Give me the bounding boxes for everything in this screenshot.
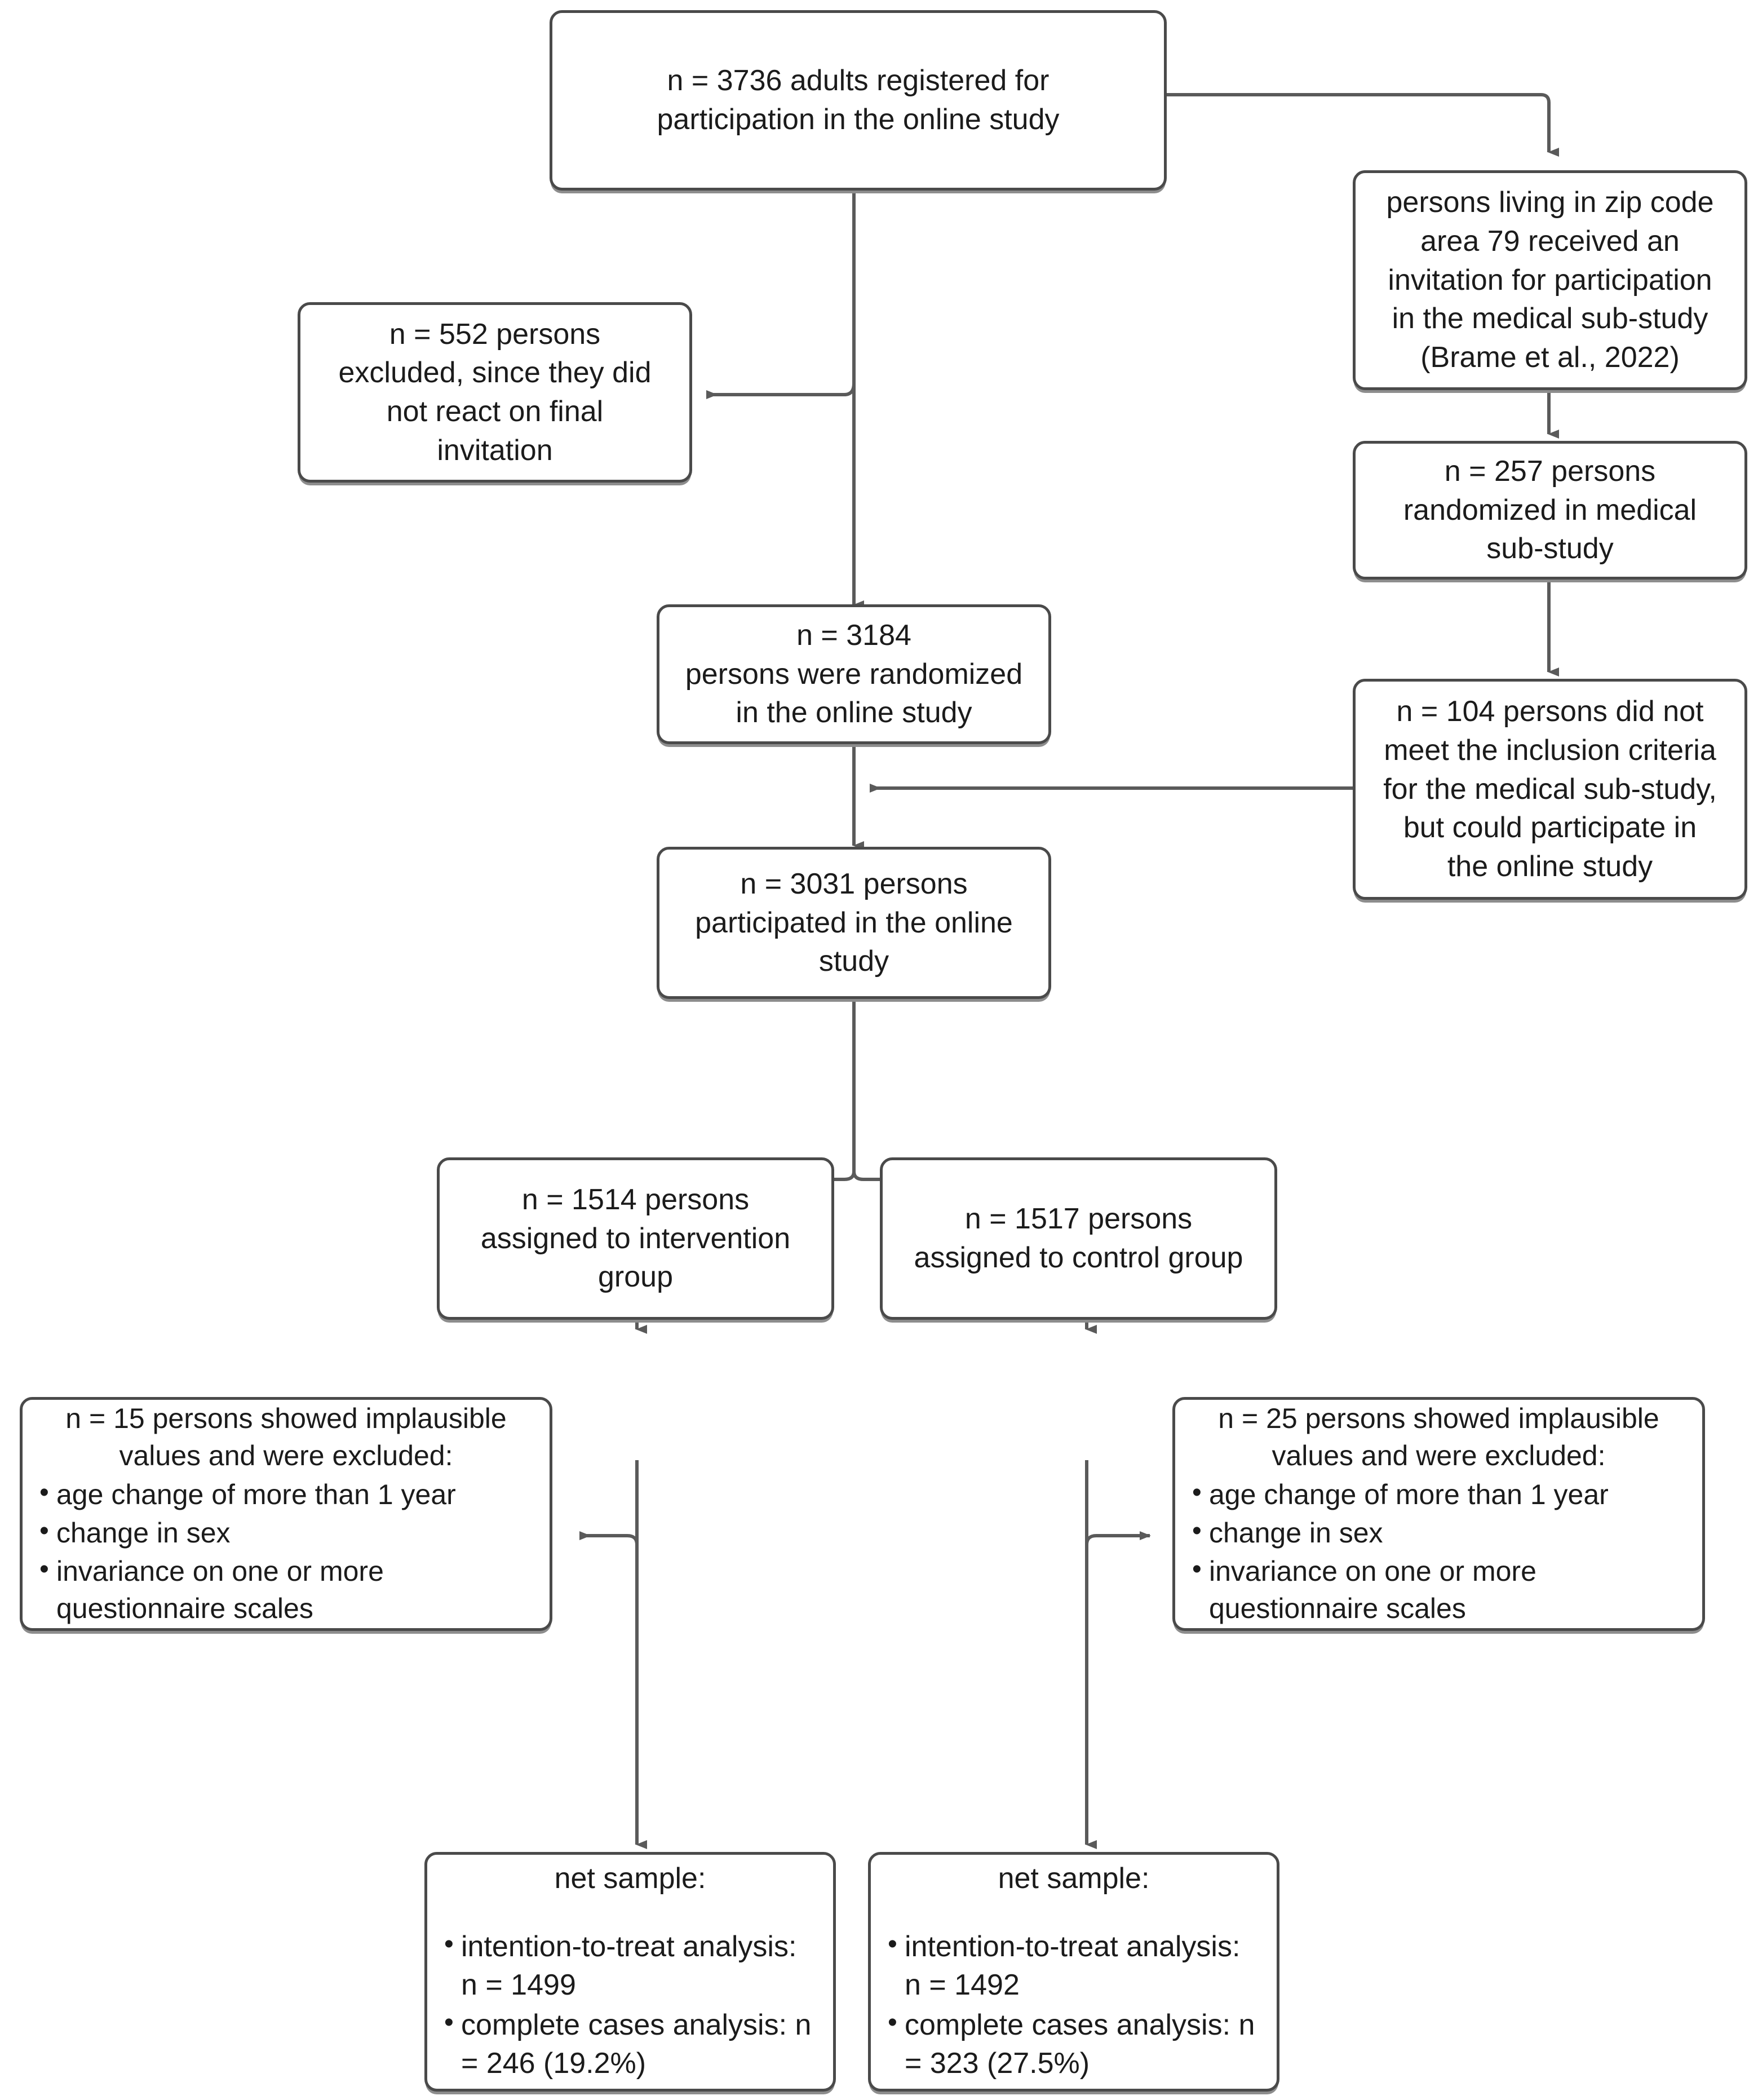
- node-net-sample-control-bullets: intention-to-treat analysis: n = 1492 co…: [871, 1926, 1277, 2085]
- list-item: complete cases analysis: n = 323 (27.5%): [883, 2005, 1264, 2083]
- node-zip-area[interactable]: persons living in zip code area 79 recei…: [1353, 170, 1747, 390]
- node-net-sample-intervention-lead: net sample:: [554, 1862, 706, 1895]
- list-item: intention-to-treat analysis: n = 1499: [440, 1926, 821, 2005]
- node-intervention-group[interactable]: n = 1514 persons assigned to interventio…: [437, 1157, 834, 1320]
- node-implausible-control-bullets: age change of more than 1 year change in…: [1175, 1475, 1702, 1628]
- node-participated-online[interactable]: n = 3031 persons participated in the onl…: [657, 847, 1051, 999]
- node-not-meet-criteria[interactable]: n = 104 persons did not meet the inclusi…: [1353, 679, 1747, 900]
- list-item: change in sex: [35, 1513, 537, 1551]
- node-randomized-medical-text: n = 257 persons randomized in medical su…: [1403, 455, 1697, 565]
- node-implausible-control[interactable]: n = 25 persons showed implausible values…: [1172, 1397, 1705, 1631]
- edge-intervention-to-implausible: [579, 1531, 639, 1545]
- node-randomized-medical[interactable]: n = 257 persons randomized in medical su…: [1353, 441, 1747, 580]
- edge-registered-to-zip-area: [1166, 93, 1559, 157]
- node-implausible-control-lead: n = 25 persons showed implausible values…: [1218, 1403, 1659, 1471]
- edge-control-to-implausible: [1085, 1531, 1151, 1545]
- node-implausible-intervention-lead: n = 15 persons showed implausible values…: [65, 1403, 507, 1471]
- list-item: intention-to-treat analysis: n = 1492: [883, 1926, 1264, 2005]
- node-control-group-text: n = 1517 persons assigned to control gro…: [914, 1202, 1243, 1274]
- list-item: invariance on one or more questionnaire …: [1188, 1551, 1690, 1627]
- list-item: change in sex: [1188, 1513, 1690, 1551]
- node-control-group[interactable]: n = 1517 persons assigned to control gro…: [880, 1157, 1277, 1320]
- node-implausible-intervention-bullets: age change of more than 1 year change in…: [23, 1475, 550, 1628]
- node-implausible-intervention[interactable]: n = 15 persons showed implausible values…: [20, 1397, 552, 1631]
- list-item: age change of more than 1 year: [1188, 1475, 1690, 1513]
- node-net-sample-control[interactable]: net sample: intention-to-treat analysis:…: [868, 1852, 1279, 2092]
- node-not-meet-criteria-text: n = 104 persons did not meet the inclusi…: [1383, 695, 1717, 883]
- node-net-sample-intervention-bullets: intention-to-treat analysis: n = 1499 co…: [427, 1926, 833, 2085]
- node-excluded-final-invitation[interactable]: n = 552 persons excluded, since they did…: [298, 302, 692, 483]
- node-net-sample-intervention[interactable]: net sample: intention-to-treat analysis:…: [424, 1852, 836, 2092]
- node-randomized-online-text: n = 3184 persons were randomized in the …: [685, 619, 1023, 730]
- list-item: age change of more than 1 year: [35, 1475, 537, 1513]
- node-registered[interactable]: n = 3736 adults registered for participa…: [550, 10, 1167, 191]
- node-participated-online-text: n = 3031 persons participated in the onl…: [695, 868, 1013, 978]
- node-net-sample-control-lead: net sample:: [998, 1862, 1150, 1895]
- node-registered-text: n = 3736 adults registered for participa…: [657, 64, 1060, 136]
- node-randomized-online[interactable]: n = 3184 persons were randomized in the …: [657, 604, 1051, 744]
- list-item: invariance on one or more questionnaire …: [35, 1551, 537, 1627]
- list-item: complete cases analysis: n = 246 (19.2%): [440, 2005, 821, 2083]
- edge-registered-to-excluded: [706, 383, 856, 399]
- node-excluded-final-invitation-text: n = 552 persons excluded, since they did…: [338, 317, 652, 467]
- node-intervention-group-text: n = 1514 persons assigned to interventio…: [480, 1183, 791, 1294]
- node-zip-area-text: persons living in zip code area 79 recei…: [1386, 186, 1714, 374]
